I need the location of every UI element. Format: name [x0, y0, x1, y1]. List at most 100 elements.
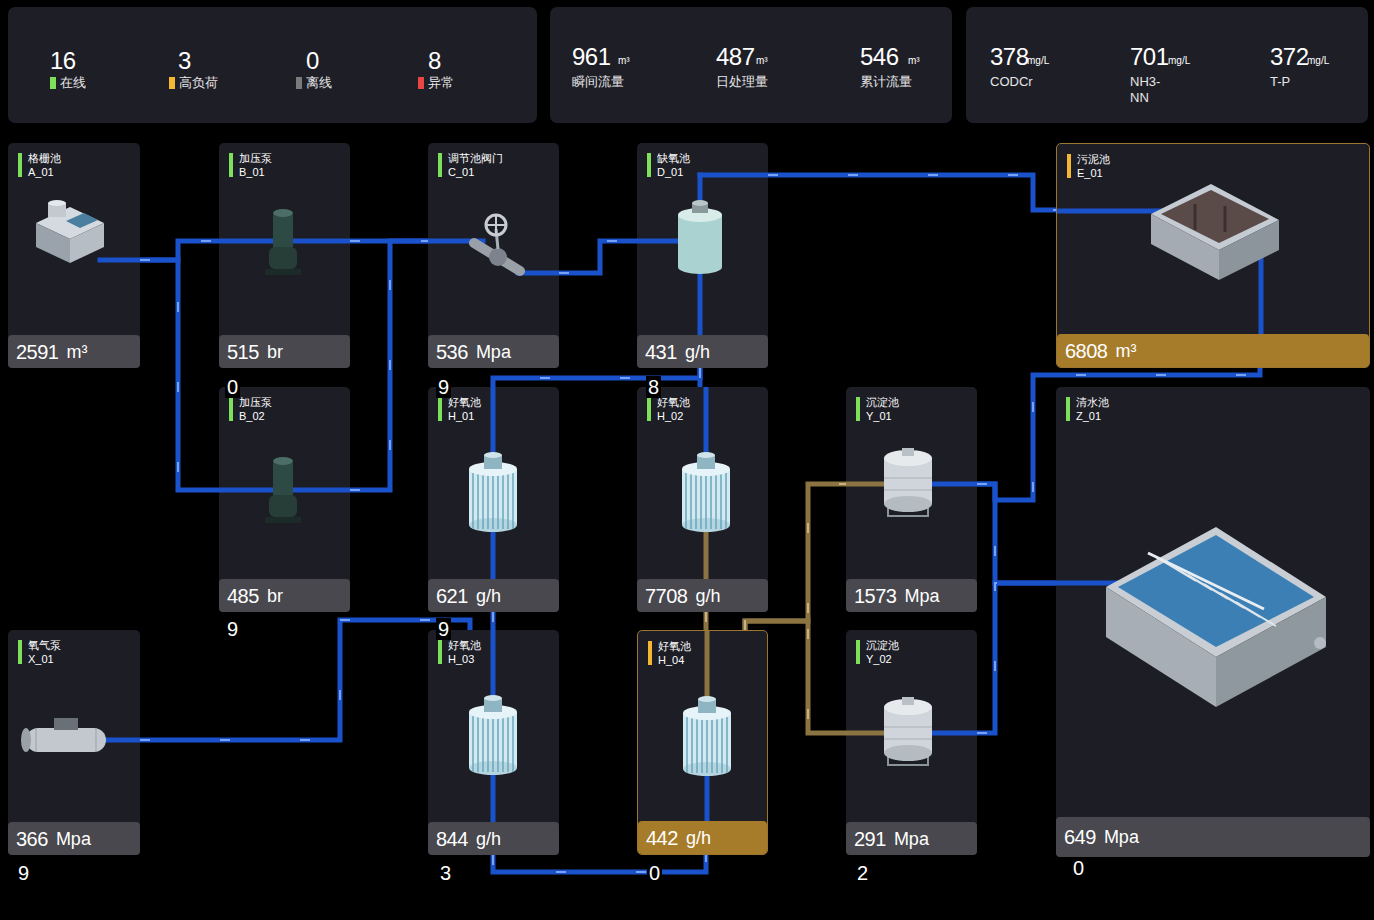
device-name: 好氧池 [658, 640, 691, 653]
device-name: 调节池阀门 [448, 152, 503, 165]
callout-number: 3 [438, 862, 453, 884]
pipe-line [559, 241, 637, 273]
quality-value: 701 [1130, 43, 1169, 70]
device-value: 515 [227, 340, 259, 364]
legend-swatch [169, 77, 175, 89]
device-name: 沉淀池 [866, 396, 899, 409]
pipe-connector [706, 612, 707, 630]
device-value: 431 [645, 340, 677, 364]
status-bar [438, 640, 442, 664]
device-code: B_01 [239, 166, 265, 179]
device-code: Y_02 [866, 653, 892, 666]
status-bar [18, 153, 22, 177]
stat-number: 16 [50, 47, 76, 74]
device-name: 格栅池 [28, 152, 61, 165]
pipe-line [140, 260, 219, 490]
device-value: 366 [16, 827, 48, 851]
device-name: 加压泵 [239, 152, 272, 165]
pipe-line [491, 612, 496, 630]
pipe-connector [140, 620, 470, 740]
value-bar: 649 Mpa [1056, 817, 1370, 857]
device-unit: g/h [696, 584, 721, 608]
device-unit: Mpa [905, 584, 940, 608]
device-unit: Mpa [894, 827, 929, 851]
status-bar [1067, 154, 1071, 178]
pipe-line [493, 855, 706, 872]
device-value: 485 [227, 584, 259, 608]
legend-text: 高负荷 [179, 74, 218, 92]
device-name: 污泥池 [1077, 153, 1110, 166]
stat-number: 8 [428, 47, 441, 74]
device-unit: Mpa [1104, 825, 1139, 849]
pipe-connector [493, 368, 700, 387]
pipe-flow-highlight [559, 241, 637, 273]
device-unit: g/h [476, 584, 501, 608]
device-value: 2591 [16, 340, 59, 364]
pipe-connector [700, 368, 701, 387]
device-name: 清水池 [1076, 396, 1109, 409]
device-unit: m³ [1116, 339, 1137, 363]
pipe-connector [559, 241, 637, 273]
value-bar: 366Mpa [8, 822, 140, 855]
value-bar: 536 Mpa [428, 335, 559, 368]
device-code: H_04 [658, 654, 684, 667]
pipe-connector [977, 583, 1056, 733]
device-card: 清水池Z_01649Mpa [1056, 387, 1370, 857]
legend-item: 离线 [296, 74, 332, 92]
stat-number: 3 [178, 47, 191, 74]
device-card: 污泥池E_016808m³ [1056, 143, 1370, 368]
callout-number: 9 [436, 618, 451, 640]
device-value: 536 [436, 340, 468, 364]
device-card: 加压泵B_01515br [219, 143, 350, 368]
pipe-flow-highlight [140, 241, 219, 260]
device-card: 好氧池H_04 442g/h [637, 630, 768, 855]
callout-number: 0 [647, 862, 662, 884]
callout-number: 8 [646, 376, 661, 398]
pipe-flow-highlight [350, 241, 428, 490]
quality-label: T-P [1270, 74, 1290, 90]
device-code: B_02 [239, 410, 265, 423]
device-name: 好氧池 [448, 396, 481, 409]
quality-unit: mg/L [1168, 54, 1190, 67]
flow-label: 日处理量 [716, 74, 768, 90]
device-code: A_01 [28, 166, 54, 179]
device-code: C_01 [448, 166, 474, 179]
status-bar [229, 153, 233, 177]
device-name: 氧气泵 [28, 639, 61, 652]
value-bar: 485br [219, 579, 350, 612]
pipe-line [698, 368, 703, 387]
device-unit: g/h [476, 827, 501, 851]
device-card: 好氧池H_01621g/h [428, 387, 559, 612]
pipe-line [977, 583, 1056, 733]
device-code: H_02 [657, 410, 683, 423]
legend-item: 异常 [418, 74, 454, 92]
pipe-connector [493, 855, 706, 872]
legend-text: 在线 [60, 74, 86, 92]
value-bar: 844 g/h [428, 822, 559, 855]
pipe-flow-highlight [705, 612, 707, 630]
flow-unit: m³ [618, 54, 630, 67]
status-bar [856, 640, 860, 664]
pipe-line [704, 612, 709, 630]
device-value: 649 [1064, 825, 1096, 849]
quality-value: 378 [990, 43, 1029, 70]
value-bar: 1573Mpa [846, 579, 977, 612]
legend-item: 在线 [50, 74, 86, 92]
device-code: Y_01 [866, 410, 892, 423]
device-name: 好氧池 [448, 639, 481, 652]
value-bar: 2591m³ [8, 335, 140, 368]
pipe-line [350, 241, 428, 490]
value-bar: 442g/h [638, 821, 767, 854]
device-card: 缺氧池D_01431g/h [637, 143, 768, 368]
status-bar [1066, 397, 1070, 421]
status-bar [18, 640, 22, 664]
pipe-flow-highlight [768, 175, 1056, 210]
device-code: H_03 [448, 653, 474, 666]
device-unit: Mpa [476, 340, 511, 364]
device-value: 844 [436, 827, 468, 851]
value-bar: 431g/h [637, 335, 768, 368]
pipe-line [768, 175, 1056, 210]
status-bar [647, 153, 651, 177]
legend-swatch [418, 77, 424, 89]
